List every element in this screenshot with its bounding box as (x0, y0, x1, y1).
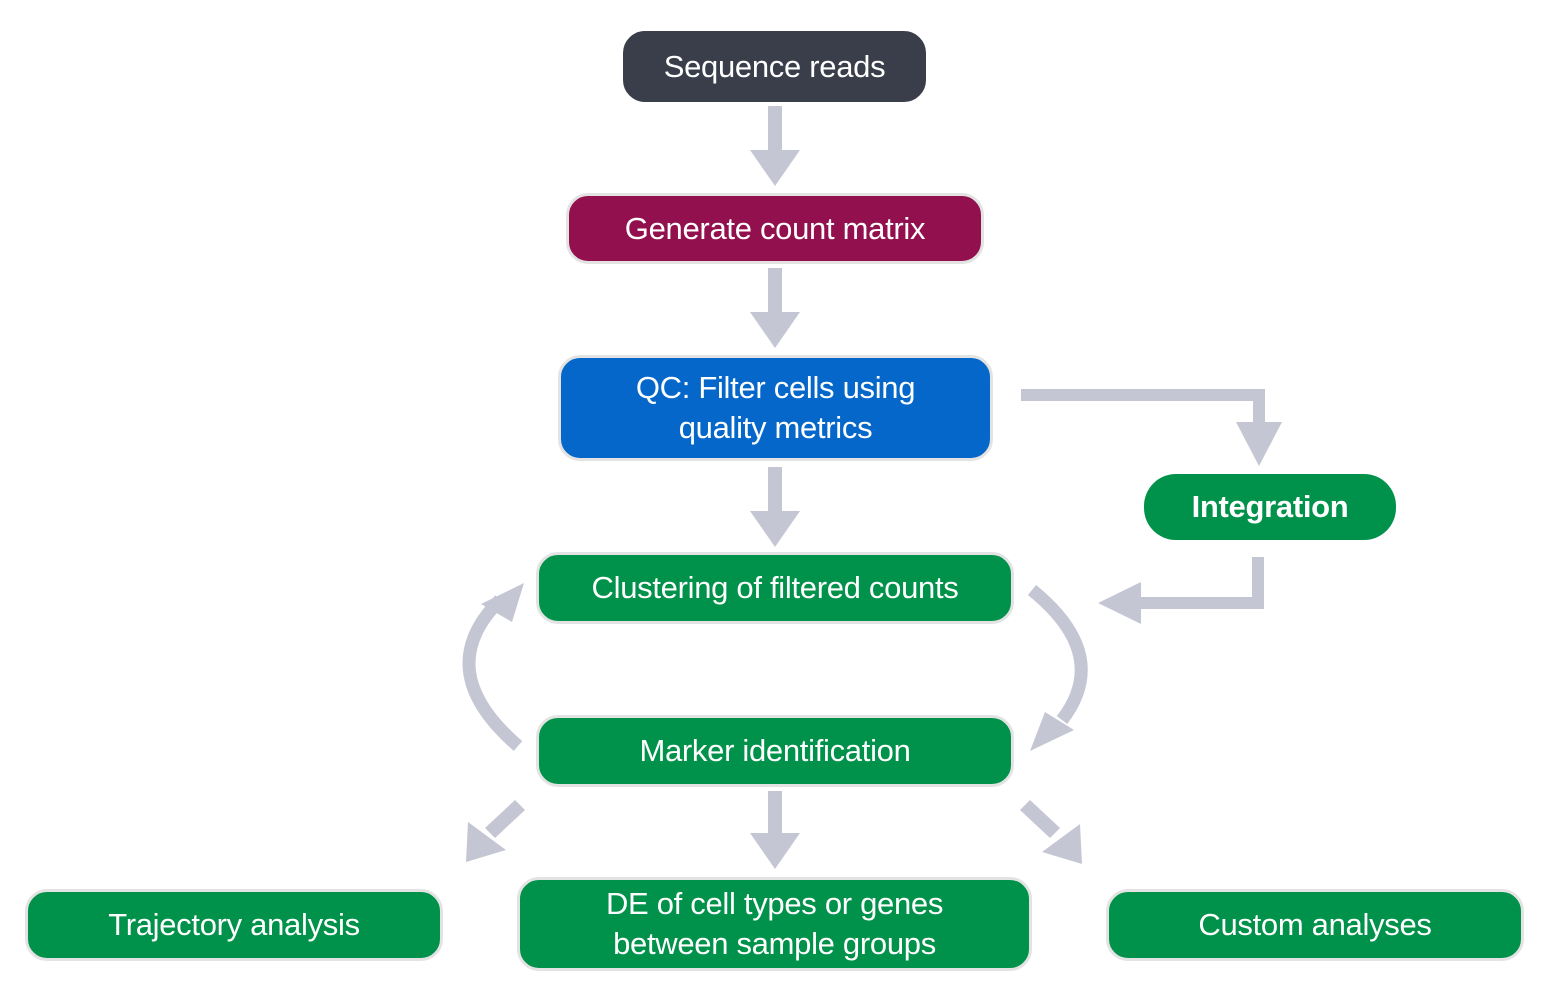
arrow-marker-to-clustering-curve (462, 583, 524, 751)
arrow-qc-to-clustering (750, 467, 800, 547)
arrow-seq-to-count (750, 106, 800, 186)
node-trajectory-analysis-label: Trajectory analysis (108, 907, 360, 942)
node-sequence-reads: Sequence reads (623, 31, 926, 102)
node-de-label-line1: DE of cell types or genes (605, 886, 944, 921)
node-custom-analyses: Custom analyses (1106, 889, 1524, 961)
node-qc-label-line1: QC: Filter cells using (635, 370, 916, 405)
node-qc-label-line2: quality metrics (678, 410, 873, 445)
node-de-analysis: DE of cell types or genes between sample… (517, 877, 1032, 971)
node-integration: Integration (1144, 474, 1396, 540)
arrow-marker-to-de (750, 791, 800, 869)
node-clustering-label: Clustering of filtered counts (591, 570, 959, 605)
node-clustering: Clustering of filtered counts (536, 552, 1014, 624)
arrow-qc-to-integration (1021, 389, 1282, 466)
arrow-count-to-qc (750, 268, 800, 348)
node-generate-count-matrix: Generate count matrix (566, 193, 984, 264)
node-integration-label: Integration (1191, 489, 1349, 524)
node-trajectory-analysis: Trajectory analysis (25, 889, 443, 961)
arrow-integration-to-clustering (1098, 557, 1264, 624)
arrow-marker-to-custom (1020, 800, 1082, 864)
node-sequence-reads-label: Sequence reads (663, 48, 886, 84)
node-marker-identification: Marker identification (536, 715, 1014, 787)
node-generate-count-matrix-label: Generate count matrix (624, 210, 926, 246)
node-qc-filter: QC: Filter cells using quality metrics (558, 355, 993, 461)
arrow-marker-to-trajectory (466, 800, 525, 862)
node-custom-analyses-label: Custom analyses (1198, 907, 1432, 942)
node-de-label-line2: between sample groups (613, 926, 936, 961)
arrow-clustering-to-marker-curve (1027, 584, 1088, 751)
node-marker-identification-label: Marker identification (639, 733, 911, 768)
